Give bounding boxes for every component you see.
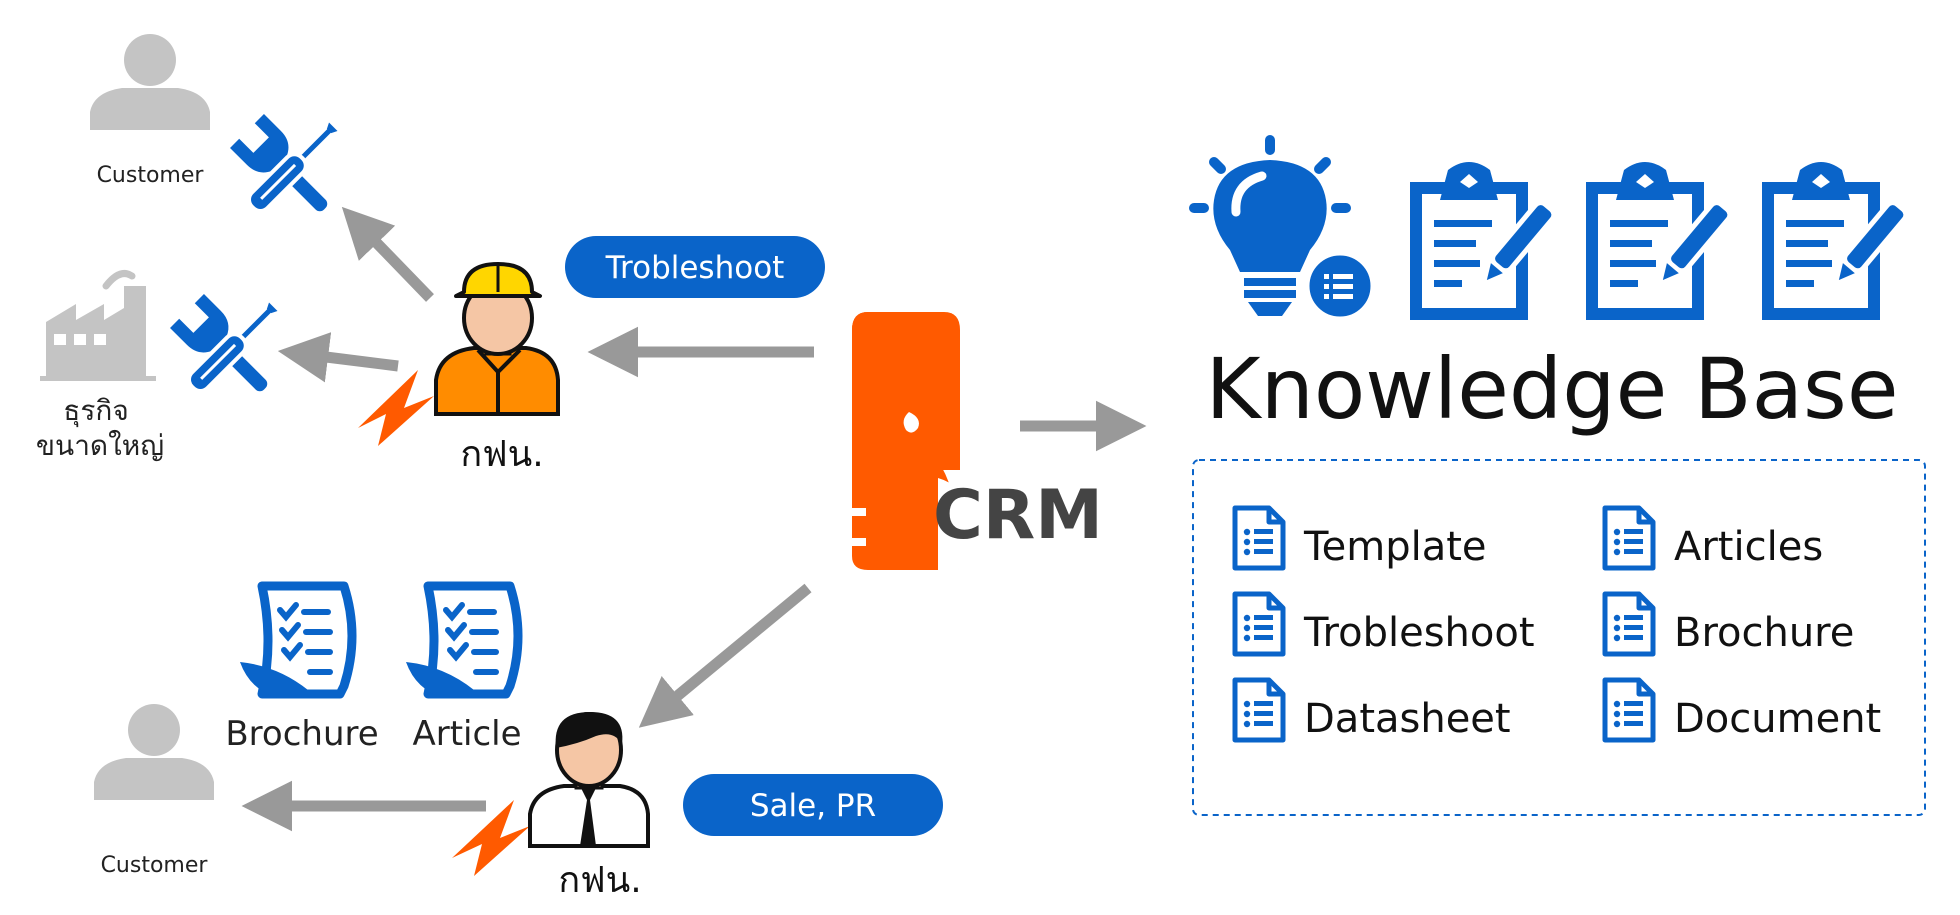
- arrow-icon: [341, 206, 434, 302]
- knowledge-base-title: Knowledge Base: [1206, 340, 1899, 438]
- troubleshoot-badge: [565, 236, 825, 298]
- document-list-icon: [1235, 680, 1283, 740]
- kb-item-label: Document: [1674, 696, 1881, 742]
- article-document-icon: [406, 586, 518, 698]
- document-list-icon: [1605, 680, 1653, 740]
- document-list-icon: [1235, 508, 1283, 568]
- salesperson-label: กฟน.: [558, 860, 641, 901]
- technician-icon: [358, 262, 560, 446]
- customer-person-icon: [90, 34, 210, 130]
- customer-label-bottom: Customer: [101, 853, 209, 878]
- brochure-label: Brochure: [225, 714, 378, 754]
- technician-label: กฟน.: [460, 434, 543, 475]
- troubleshoot-badge-label: Trobleshoot: [605, 250, 785, 286]
- lightbulb-icon: [1189, 135, 1376, 322]
- kb-item-articles: Articles: [1605, 508, 1823, 570]
- lightning-icon: [358, 370, 434, 446]
- kb-item-label: Datasheet: [1304, 696, 1511, 742]
- wrench-screwdriver-icon: [228, 112, 344, 228]
- crm-label: CRM: [933, 476, 1103, 555]
- kb-item-trobleshoot: Trobleshoot: [1235, 594, 1535, 656]
- lightning-icon: [452, 800, 530, 876]
- business-label-line1: ธุรกิจ: [63, 394, 129, 428]
- kb-item-label: Trobleshoot: [1303, 610, 1535, 656]
- sale-pr-badge: [683, 774, 943, 836]
- wrench-screwdriver-icon: [168, 292, 284, 408]
- kb-item-datasheet: Datasheet: [1235, 680, 1511, 742]
- clipboard-pen-icon: [1586, 162, 1733, 320]
- sale-pr-badge-label: Sale, PR: [750, 788, 876, 824]
- salesperson-icon: [452, 712, 650, 876]
- document-list-icon: [1605, 594, 1653, 654]
- document-list-icon: [1235, 594, 1283, 654]
- kb-item-document: Document: [1605, 680, 1881, 742]
- customer-person-icon: [94, 704, 214, 800]
- kb-item-template: Template: [1235, 508, 1487, 570]
- kb-item-brochure: Brochure: [1605, 594, 1854, 656]
- kb-item-label: Template: [1303, 524, 1487, 570]
- kb-item-label: Articles: [1674, 524, 1823, 570]
- business-label-line2: ขนาดใหญ่: [36, 429, 164, 462]
- crm-server-icon: [852, 312, 972, 570]
- arrow-icon: [277, 332, 399, 383]
- brochure-document-icon: [240, 586, 352, 698]
- document-list-icon: [1605, 508, 1653, 568]
- factory-icon: [40, 270, 156, 381]
- customer-label-top: Customer: [97, 163, 205, 188]
- article-label: Article: [412, 714, 521, 754]
- arrow-icon: [638, 583, 812, 728]
- clipboard-pen-icon: [1762, 162, 1909, 320]
- knowledge-base-box: [1192, 459, 1926, 816]
- clipboard-pen-icon: [1410, 162, 1557, 320]
- kb-item-label: Brochure: [1674, 610, 1854, 656]
